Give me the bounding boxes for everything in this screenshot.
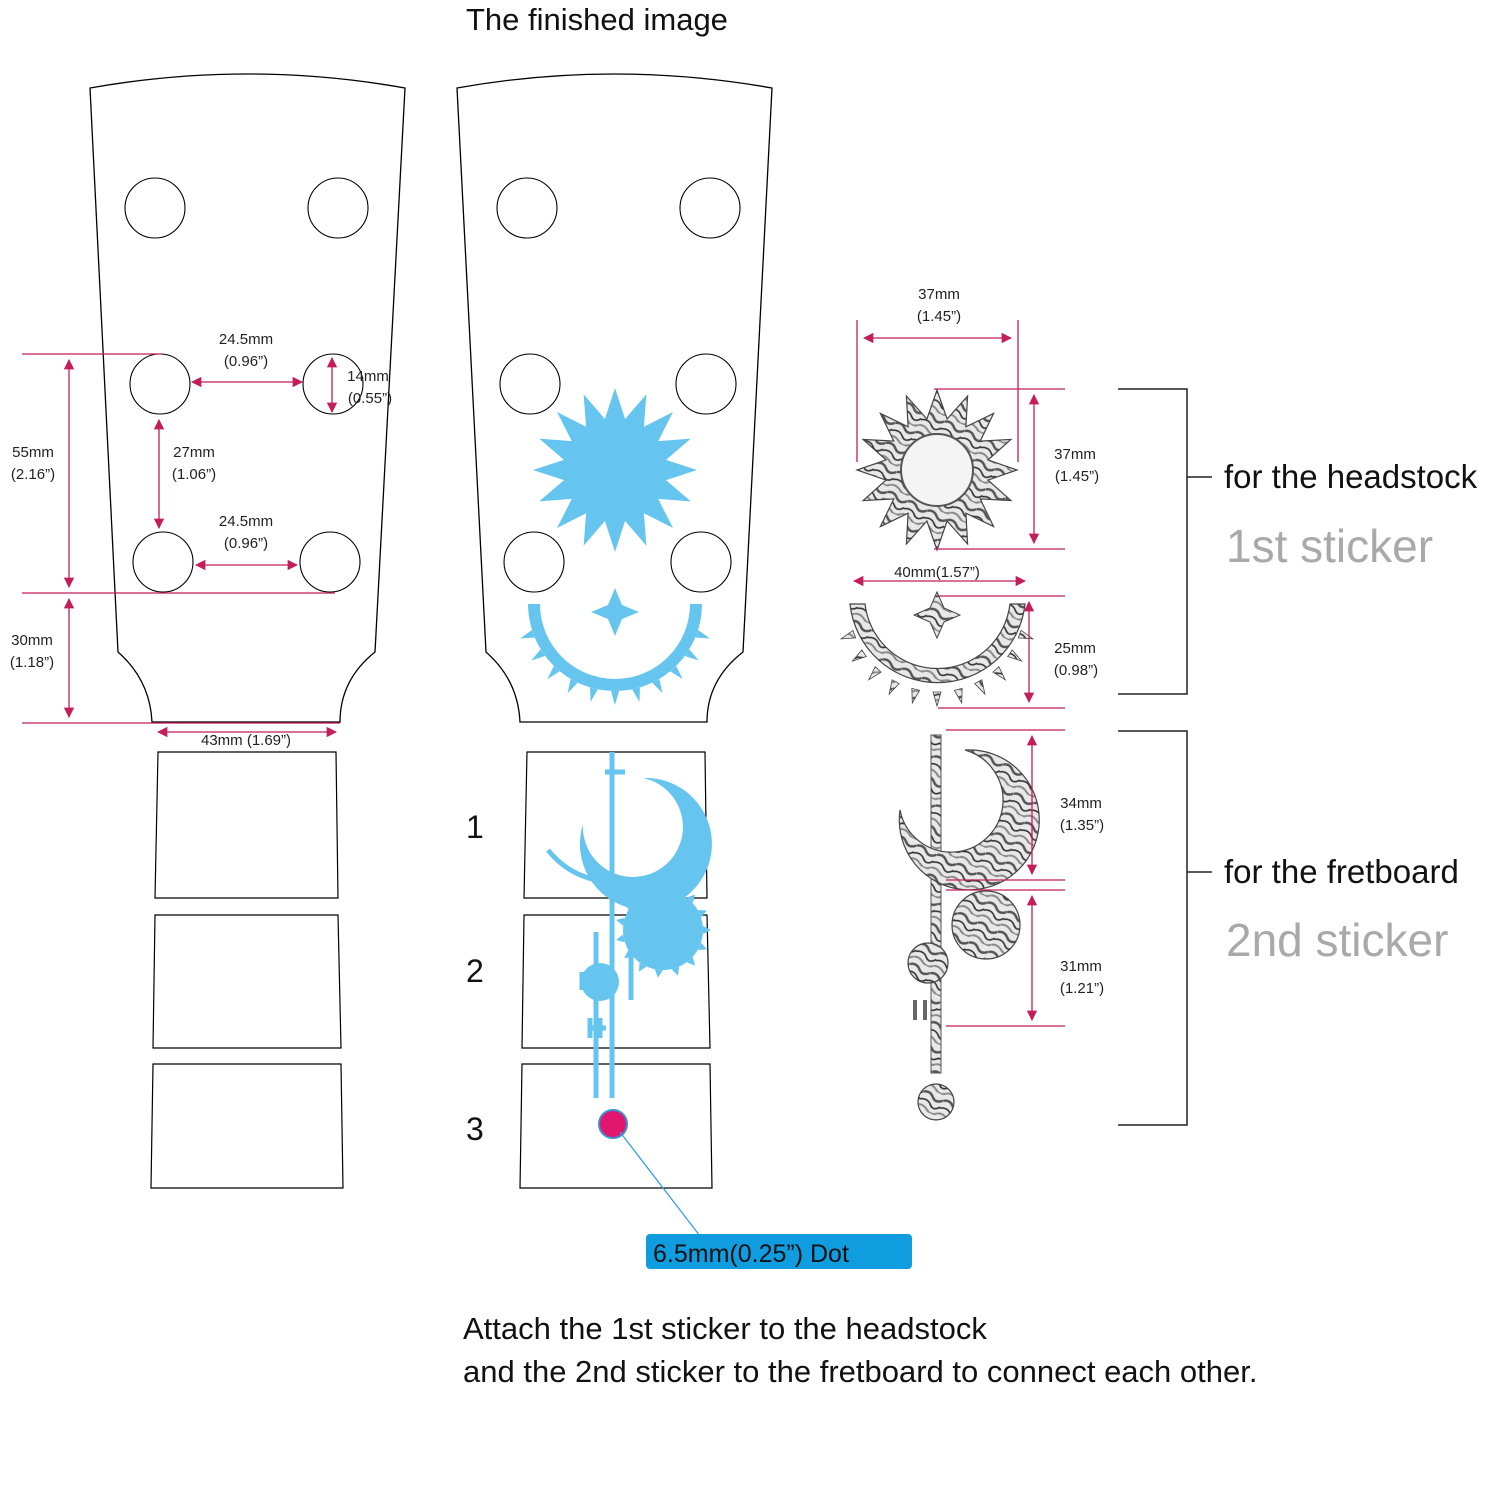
dim-top-spacing-in: (0.96”) (224, 353, 268, 370)
dot-leader-line (619, 1131, 701, 1237)
sticker-dimension-labels: 37mm (1.45”) 37mm (1.45”) 40mm(1.57”) 25… (894, 286, 1104, 997)
tuner-hole (129, 353, 191, 415)
fret-box (154, 751, 339, 899)
tuner-hole (299, 531, 361, 593)
shell-moon-icon (898, 734, 1040, 1121)
bracket-fretboard (1118, 730, 1212, 1126)
dim-moon-height-in: (1.35”) (1060, 817, 1104, 834)
fret-number: 3 (466, 1111, 484, 1147)
left-dimensions (22, 353, 340, 738)
tuner-hole (132, 531, 194, 593)
dim-nut-width: 43mm (1.69”) (201, 732, 291, 749)
dim-height-in: (2.16”) (11, 466, 55, 483)
tuner-hole (499, 353, 561, 415)
middle-fretboard (519, 751, 713, 1237)
tuner-hole (679, 177, 741, 239)
instruction-line-2: and the 2nd sticker to the fretboard to … (463, 1354, 1257, 1389)
brackets (1118, 388, 1212, 1126)
tuner-hole (124, 177, 186, 239)
fret-number: 1 (466, 809, 484, 845)
dim-lower-in: (1.18”) (10, 654, 54, 671)
dim-sun-height: 37mm (1054, 446, 1096, 463)
fret-number: 2 (466, 953, 484, 989)
fret-box (523, 751, 708, 899)
position-dot-icon (598, 1109, 628, 1139)
dim-vertical-spacing: 27mm (173, 444, 215, 461)
tuner-hole (670, 531, 732, 593)
dot-callout: 6.5mm(0.25”) Dot (646, 1234, 912, 1269)
blue-moon-shapes (579, 777, 712, 1001)
group-label-headstock: for the headstock (1224, 458, 1478, 495)
instruction-line-1: Attach the 1st sticker to the headstock (463, 1311, 987, 1346)
tuner-hole (503, 531, 565, 593)
left-fretboard (150, 751, 344, 1189)
tuner-hole (675, 353, 737, 415)
dim-bottom-spacing: 24.5mm (219, 513, 273, 530)
dim-height: 55mm (12, 444, 54, 461)
dim-sun-width: 37mm (918, 286, 960, 303)
tuner-hole (307, 177, 369, 239)
blue-sun-icon (533, 388, 697, 552)
group-label-fretboard: for the fretboard (1224, 853, 1459, 890)
tuner-hole (496, 177, 558, 239)
group-labels: for the headstock 1st sticker for the fr… (1224, 458, 1478, 966)
fret-numbers: 1 2 3 (466, 809, 484, 1147)
sticker-headstock (839, 388, 1035, 708)
sticker-dimensions (852, 320, 1065, 1027)
dim-sun-height-in: (1.45”) (1055, 468, 1099, 485)
dim-crescent-width: 40mm(1.57”) (894, 564, 980, 581)
left-dimension-labels: 24.5mm (0.96”) 14mm (0.55”) 55mm (2.16”)… (10, 331, 392, 749)
sticker-name-2nd: 2nd sticker (1226, 914, 1448, 966)
fret-box (150, 1063, 344, 1189)
dot-callout-text: 6.5mm(0.25”) Dot (653, 1240, 849, 1268)
fret-box (152, 914, 342, 1049)
sticker-name-1st: 1st sticker (1226, 520, 1433, 572)
shell-sun-icon (855, 388, 1019, 552)
dim-lower-height-in: (1.21”) (1060, 980, 1104, 997)
left-headstock (89, 73, 406, 723)
blue-crescent-icon (520, 588, 710, 705)
dim-crescent-height-in: (0.98”) (1054, 662, 1098, 679)
dim-hole-dia: 14mm (347, 368, 389, 385)
middle-headstock (456, 73, 773, 723)
page-title: The finished image (466, 2, 728, 37)
dim-bottom-spacing-in: (0.96”) (224, 535, 268, 552)
dim-hole-dia-in: (0.55”) (348, 390, 392, 407)
instructions: Attach the 1st sticker to the headstock … (463, 1311, 1257, 1389)
dim-moon-height: 34mm (1060, 795, 1102, 812)
bracket-headstock (1118, 388, 1212, 695)
dim-top-spacing: 24.5mm (219, 331, 273, 348)
dim-lower-height: 31mm (1060, 958, 1102, 975)
dim-sun-width-in: (1.45”) (917, 308, 961, 325)
shell-crescent-icon (839, 590, 1035, 708)
dim-lower: 30mm (11, 632, 53, 649)
dim-vertical-spacing-in: (1.06”) (172, 466, 216, 483)
sticker-fretboard (898, 734, 1040, 1121)
dim-crescent-height: 25mm (1054, 640, 1096, 657)
